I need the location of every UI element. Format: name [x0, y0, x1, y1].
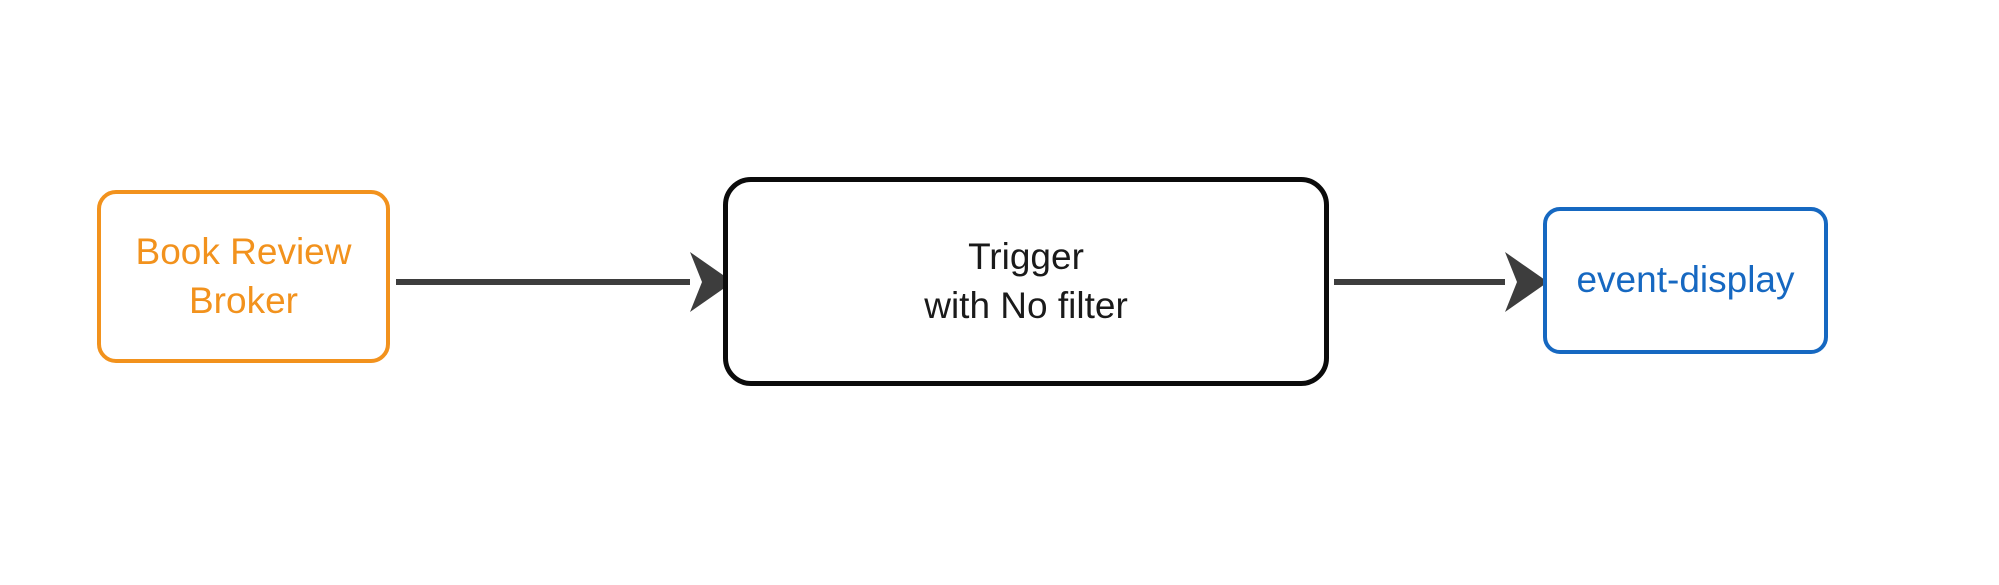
node-book-review-broker[interactable]: Book Review Broker	[97, 190, 390, 363]
node-sink-label: event-display	[1576, 259, 1795, 301]
edge-trigger-to-sink	[1334, 252, 1548, 312]
node-broker-label: Book Review Broker	[135, 231, 352, 321]
edge-broker-to-trigger	[396, 252, 733, 312]
node-trigger-label: Trigger with No filter	[924, 236, 1128, 326]
node-event-display[interactable]: event-display	[1543, 207, 1828, 354]
node-trigger[interactable]: Trigger with No filter	[723, 177, 1329, 386]
